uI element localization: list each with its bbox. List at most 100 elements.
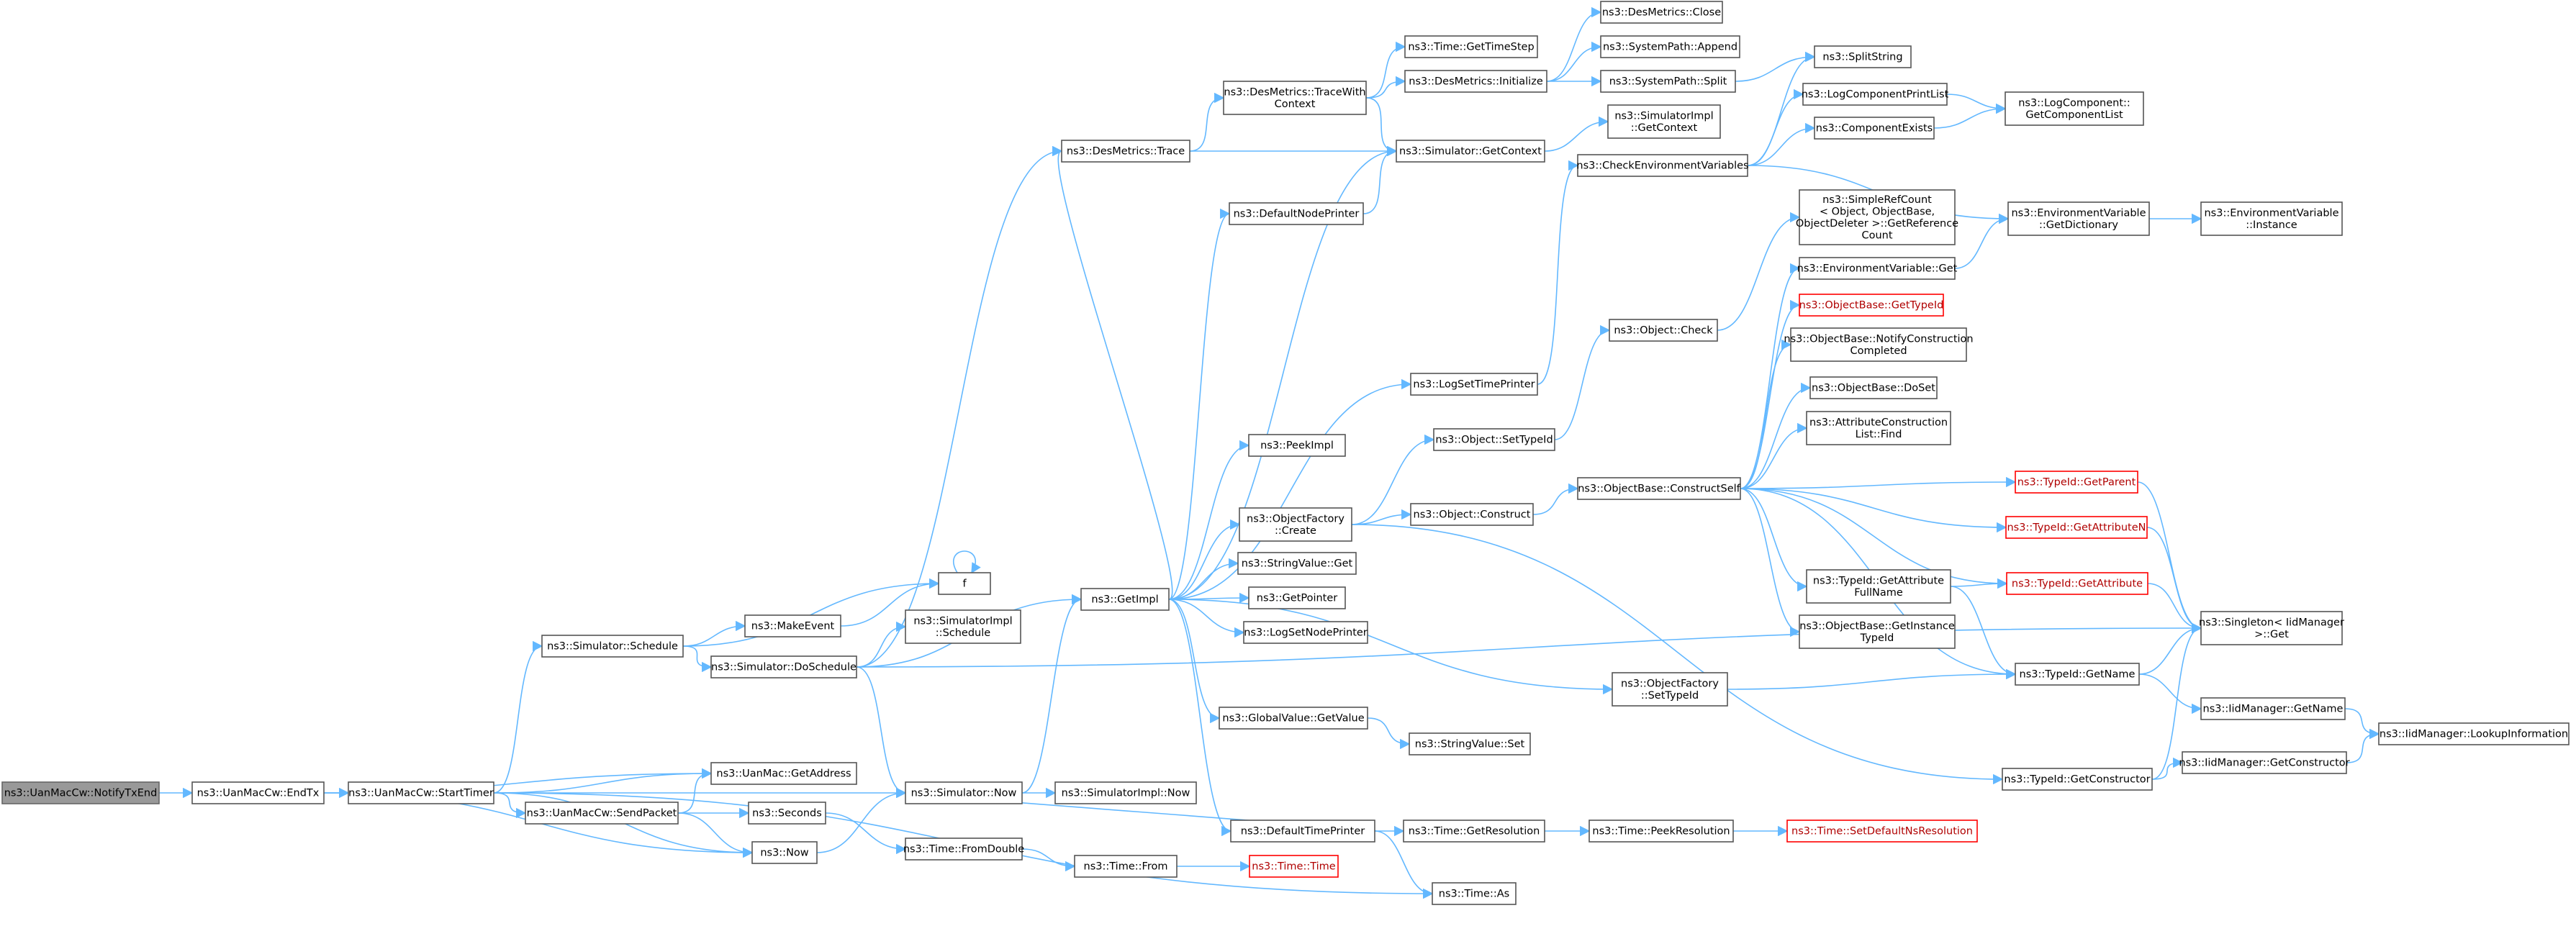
node-makeevent[interactable]: ns3::MakeEvent <box>744 614 841 637</box>
node-getaddress[interactable]: ns3::UanMac::GetAddress <box>710 762 857 785</box>
node-box <box>938 572 991 595</box>
node-box <box>1237 552 1357 575</box>
node-logcompget[interactable]: ns3::LogComponent::GetComponentList <box>2005 91 2144 126</box>
node-defnodeprinter[interactable]: ns3::DefaultNodePrinter <box>1229 202 1364 225</box>
node-label: ns3::TypeId::GetAttributeN <box>2007 522 2146 534</box>
node-sendpacket[interactable]: ns3::UanMacCw::SendPacket <box>525 802 679 825</box>
node-endtx[interactable]: ns3::UanMacCw::EndTx <box>191 781 325 804</box>
node-timetime[interactable]: ns3::Time::Time <box>1249 855 1339 878</box>
edge-getimpl-to-logsetnode <box>1168 599 1245 638</box>
node-envdict[interactable]: ns3::EnvironmentVariable::GetDictionary <box>2007 201 2150 236</box>
node-envinst[interactable]: ns3::EnvironmentVariable::Instance <box>2200 201 2343 236</box>
node-gettimestep[interactable]: ns3::Time::GetTimeStep <box>1404 35 1538 58</box>
node-getres[interactable]: ns3::Time::GetResolution <box>1403 820 1545 843</box>
node-peekres[interactable]: ns3::Time::PeekResolution <box>1588 820 1734 843</box>
node-iidgetname[interactable]: ns3::IidManager::GetName <box>2200 697 2346 720</box>
edge-simnow-to-getimpl <box>1021 594 1083 794</box>
edge-tidgetctor-to-iidgetctor <box>2151 757 2184 780</box>
node-getpointer[interactable]: ns3::GetPointer <box>1248 586 1346 609</box>
edge-now-to-simnow <box>816 787 907 853</box>
node-implnow[interactable]: ns3::SimulatorImpl::Now <box>1054 781 1197 804</box>
node-objcheck[interactable]: ns3::Object::Check <box>1609 319 1718 342</box>
node-compexists[interactable]: ns3::ComponentExists <box>1814 117 1935 140</box>
node-tidgetname[interactable]: ns3::TypeId::GetName <box>2015 663 2140 686</box>
node-label: ns3::UanMacCw::NotifyTxEnd <box>4 788 158 799</box>
node-label: ns3::IidManager::LookupInformation <box>2380 729 2568 740</box>
node-obnotify[interactable]: ns3::ObjectBase::NotifyConstructionCompl… <box>1784 327 1974 362</box>
node-box <box>1410 373 1538 396</box>
node-simgetctx[interactable]: ns3::Simulator::GetContext <box>1396 140 1545 163</box>
node-obconstructself[interactable]: ns3::ObjectBase::ConstructSelf <box>1577 477 1741 500</box>
node-tidgetparent[interactable]: ns3::TypeId::GetParent <box>2015 471 2138 494</box>
node-implschedule[interactable]: ns3::SimulatorImpl::Schedule <box>905 609 1021 644</box>
node-tidgetattr[interactable]: ns3::TypeId::GetAttribute <box>2006 572 2148 595</box>
node-setdefres[interactable]: ns3::Time::SetDefaultNsResolution <box>1786 820 1978 843</box>
node-starttimer[interactable]: ns3::UanMacCw::StartTimer <box>348 781 494 804</box>
edge-checkenv-to-logcompprint <box>1747 88 1804 166</box>
node-desinit[interactable]: ns3::DesMetrics::Initialize <box>1404 70 1547 93</box>
node-simplerefcount[interactable]: ns3::SimpleRefCount< Object, ObjectBase,… <box>1796 189 1958 245</box>
node-implgetctx[interactable]: ns3::SimulatorImpl::GetContext <box>1607 104 1721 139</box>
node-label: Completed <box>1850 345 1907 357</box>
node-f[interactable]: f <box>938 572 991 595</box>
node-globalget[interactable]: ns3::GlobalValue::GetValue <box>1219 707 1368 730</box>
node-getimpl[interactable]: ns3::GetImpl <box>1080 588 1170 611</box>
node-stringget[interactable]: ns3::StringValue::Get <box>1237 552 1357 575</box>
node-tidgetattrn[interactable]: ns3::TypeId::GetAttributeN <box>2005 516 2148 539</box>
node-iidgetctor[interactable]: ns3::IidManager::GetConstructor <box>2179 751 2350 774</box>
node-label: ns3::SplitString <box>1822 52 1902 63</box>
node-box <box>525 802 679 825</box>
node-peekimpl[interactable]: ns3::PeekImpl <box>1248 434 1346 457</box>
node-checkenv[interactable]: ns3::CheckEnvironmentVariables <box>1576 154 1749 177</box>
node-ofsettypeid[interactable]: ns3::ObjectFactory::SetTypeId <box>1612 672 1728 707</box>
node-objsettypeid[interactable]: ns3::Object::SetTypeId <box>1433 428 1555 451</box>
node-simnow[interactable]: ns3::Simulator::Now <box>905 781 1023 804</box>
node-box <box>2006 572 2148 595</box>
node-box <box>191 781 325 804</box>
node-box <box>1396 140 1545 163</box>
node-from[interactable]: ns3::Time::From <box>1074 855 1178 878</box>
node-sysappend[interactable]: ns3::SystemPath::Append <box>1600 35 1740 58</box>
node-logcompprint[interactable]: ns3::LogComponentPrintList <box>1802 83 1949 106</box>
node-tidgetctor[interactable]: ns3::TypeId::GetConstructor <box>2002 768 2153 791</box>
node-timeas[interactable]: ns3::Time::As <box>1432 882 1517 905</box>
node-syssplit[interactable]: ns3::SystemPath::Split <box>1600 70 1736 93</box>
node-box <box>905 838 1023 861</box>
node-seconds[interactable]: ns3::Seconds <box>748 802 826 825</box>
node-stringset[interactable]: ns3::StringValue::Set <box>1409 732 1531 755</box>
node-box <box>710 762 857 785</box>
node-objconstruct[interactable]: ns3::Object::Construct <box>1410 503 1534 526</box>
edge-getimpl-to-ofcreate <box>1168 519 1241 600</box>
edge-tidgetattrfull-to-tidgetname <box>1950 586 2017 680</box>
node-destrace[interactable]: ns3::DesMetrics::Trace <box>1061 140 1190 163</box>
node-label: ns3::Now <box>760 848 808 859</box>
node-doschedule[interactable]: ns3::Simulator::DoSchedule <box>710 655 857 678</box>
node-iidlookup[interactable]: ns3::IidManager::LookupInformation <box>2378 722 2570 745</box>
node-logsetnode[interactable]: ns3::LogSetNodePrinter <box>1243 621 1368 644</box>
node-desclose[interactable]: ns3::DesMetrics::Close <box>1600 1 1723 24</box>
node-label: ns3::Simulator::Now <box>911 788 1017 799</box>
node-label: < Object, ObjectBase, <box>1820 206 1935 217</box>
node-box <box>2007 201 2150 236</box>
node-notify[interactable]: ns3::UanMacCw::NotifyTxEnd <box>1 781 160 804</box>
node-now[interactable]: ns3::Now <box>751 841 818 864</box>
node-envget[interactable]: ns3::EnvironmentVariable::Get <box>1797 257 1958 280</box>
node-splitstring[interactable]: ns3::SplitString <box>1814 45 1912 68</box>
node-obgettypeid[interactable]: ns3::ObjectBase::GetTypeId <box>1799 294 1944 317</box>
node-deftimeprinter[interactable]: ns3::DefaultTimePrinter <box>1230 820 1375 843</box>
node-obdoset[interactable]: ns3::ObjectBase::DoSet <box>1809 376 1938 399</box>
node-box <box>1409 732 1531 755</box>
node-label: ns3::TypeId::GetAttribute <box>2012 578 2143 590</box>
node-logsettime[interactable]: ns3::LogSetTimePrinter <box>1410 373 1538 396</box>
node-schedule[interactable]: ns3::Simulator::Schedule <box>541 635 684 658</box>
node-fromdouble[interactable]: ns3::Time::FromDouble <box>903 838 1024 861</box>
edge-obconstructself-to-obgetinst <box>1740 488 1801 637</box>
node-label: ns3::Time::GetResolution <box>1409 826 1540 838</box>
node-ofcreate[interactable]: ns3::ObjectFactory::Create <box>1239 507 1352 542</box>
node-singleton[interactable]: ns3::Singleton< IidManager>::Get <box>2199 611 2344 645</box>
